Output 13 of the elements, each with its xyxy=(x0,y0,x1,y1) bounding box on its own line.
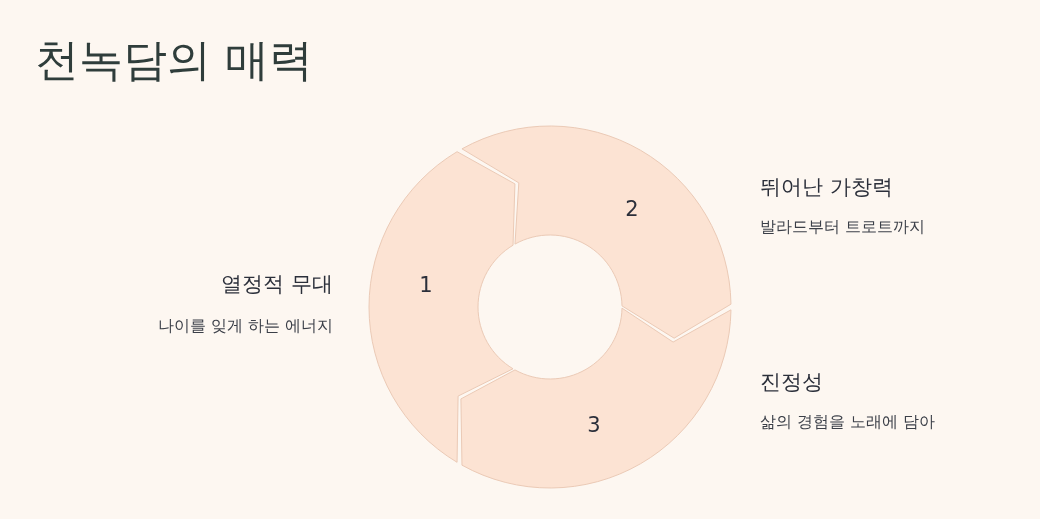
ring-segment xyxy=(460,125,732,340)
ring-segment xyxy=(368,150,516,464)
step-heading: 열정적 무대 xyxy=(221,271,333,297)
ring-segment xyxy=(459,307,732,489)
step-number: 1 xyxy=(419,273,433,297)
step-number: 3 xyxy=(587,413,601,437)
step-description: 발라드부터 트로트까지 xyxy=(760,216,926,238)
step-number: 2 xyxy=(625,197,639,221)
step-description: 나이를 잊게 하는 에너지 xyxy=(157,315,333,337)
step-heading: 진정성 xyxy=(760,369,823,395)
title: 천녹담의 매력 xyxy=(35,33,313,87)
step-heading: 뛰어난 가창력 xyxy=(760,174,893,200)
step-description: 삶의 경험을 노래에 담아 xyxy=(760,411,936,433)
